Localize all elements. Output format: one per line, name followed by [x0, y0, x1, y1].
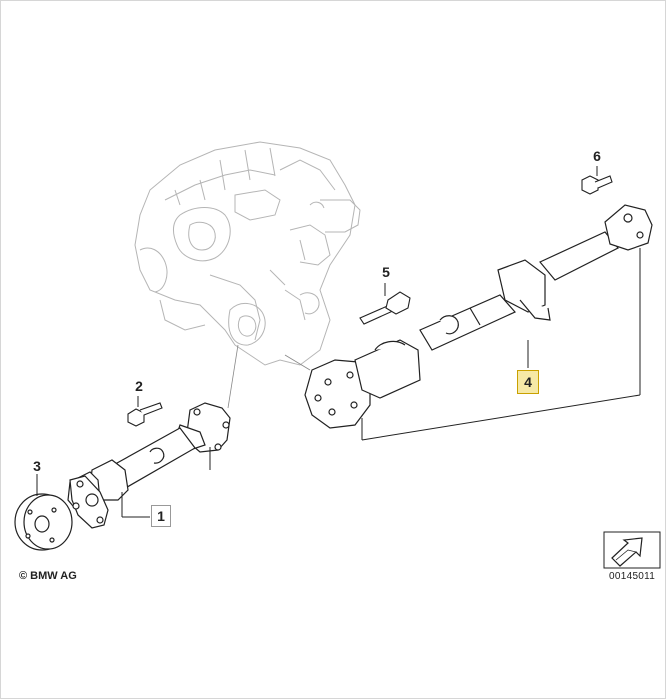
callout-5: 5	[382, 264, 390, 280]
bolt-part-6	[581, 175, 613, 195]
callout-2: 2	[135, 378, 143, 394]
bolt-part-2	[127, 402, 163, 427]
diagram-number: 00145011	[609, 571, 656, 582]
callout-1: 1	[151, 505, 171, 527]
copyright-notice: © BMW AG	[19, 570, 77, 582]
callout-6: 6	[593, 148, 601, 164]
navigation-arrow-icon	[603, 531, 661, 569]
assembly-guide-lines	[227, 344, 311, 409]
callout-3: 3	[33, 458, 41, 474]
rear-propeller-shaft	[304, 204, 653, 429]
front-flexible-disc	[14, 493, 73, 551]
callout-4: 4	[517, 370, 539, 394]
bolt-part-5	[359, 291, 411, 325]
front-propeller-shaft	[67, 402, 231, 529]
leader-lines	[36, 166, 641, 518]
transfer-case-outline	[134, 141, 361, 366]
